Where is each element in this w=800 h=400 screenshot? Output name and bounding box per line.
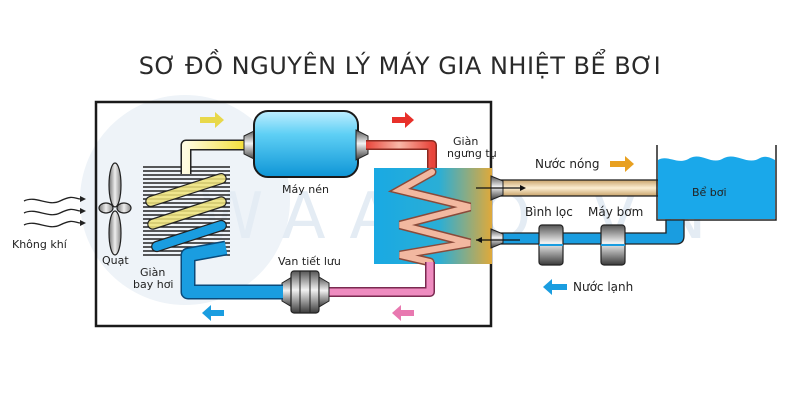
cold-water-flow-arrow <box>543 279 567 295</box>
label-evaporator-line2: bay hơi <box>133 278 174 291</box>
hot-water-direction-arrowhead <box>520 185 526 191</box>
expansion-valve-outlet <box>318 276 330 308</box>
air-arrowheads <box>80 196 86 226</box>
label-cold-water: Nước lạnh <box>573 280 633 294</box>
fan-icon <box>98 162 132 256</box>
label-evaporator-line1: Giàn <box>140 266 165 279</box>
label-condenser-line1: Giàn <box>453 135 478 148</box>
cold-water-direction-arrowhead <box>476 237 482 243</box>
label-expansion-valve: Van tiết lưu <box>278 255 341 268</box>
hot-gas-flow-arrow <box>392 112 414 128</box>
hot-water-flow-arrow <box>610 156 634 172</box>
hot-gas-line-outline <box>366 140 437 172</box>
expansion-valve <box>290 270 320 314</box>
label-fan: Quạt <box>102 254 129 267</box>
cold-water-fitting <box>490 228 504 249</box>
diagram-title: SƠ ĐỒ NGUYÊN LÝ MÁY GIA NHIỆT BỂ BƠI <box>138 52 662 80</box>
label-condenser-line2: ngưng tụ <box>447 147 497 160</box>
suction-line <box>182 141 250 174</box>
evaporator-coil-cold <box>151 219 227 253</box>
evaporator-coil <box>145 172 227 230</box>
compressor-outlet-fitting <box>355 129 369 161</box>
label-pool: Bể bơi <box>692 186 727 199</box>
liquid-line <box>320 262 434 296</box>
cold-refrigerant-flow-arrow <box>202 305 224 321</box>
air-flow-arrows <box>23 196 81 228</box>
liquid-flow-arrow <box>392 305 414 321</box>
label-compressor: Máy nén <box>282 183 329 196</box>
condenser-coil <box>387 167 472 267</box>
compressor <box>253 110 359 178</box>
pool-water <box>658 156 775 219</box>
label-hot-water: Nước nóng <box>535 157 600 171</box>
label-filter: Bình lọc <box>525 205 573 219</box>
label-pump: Máy bơm <box>588 205 643 219</box>
hot-gas-line <box>366 141 436 172</box>
label-air: Không khí <box>12 238 68 251</box>
pool-walls <box>656 145 777 221</box>
suction-flow-arrow <box>200 112 224 128</box>
cold-line <box>182 242 283 298</box>
